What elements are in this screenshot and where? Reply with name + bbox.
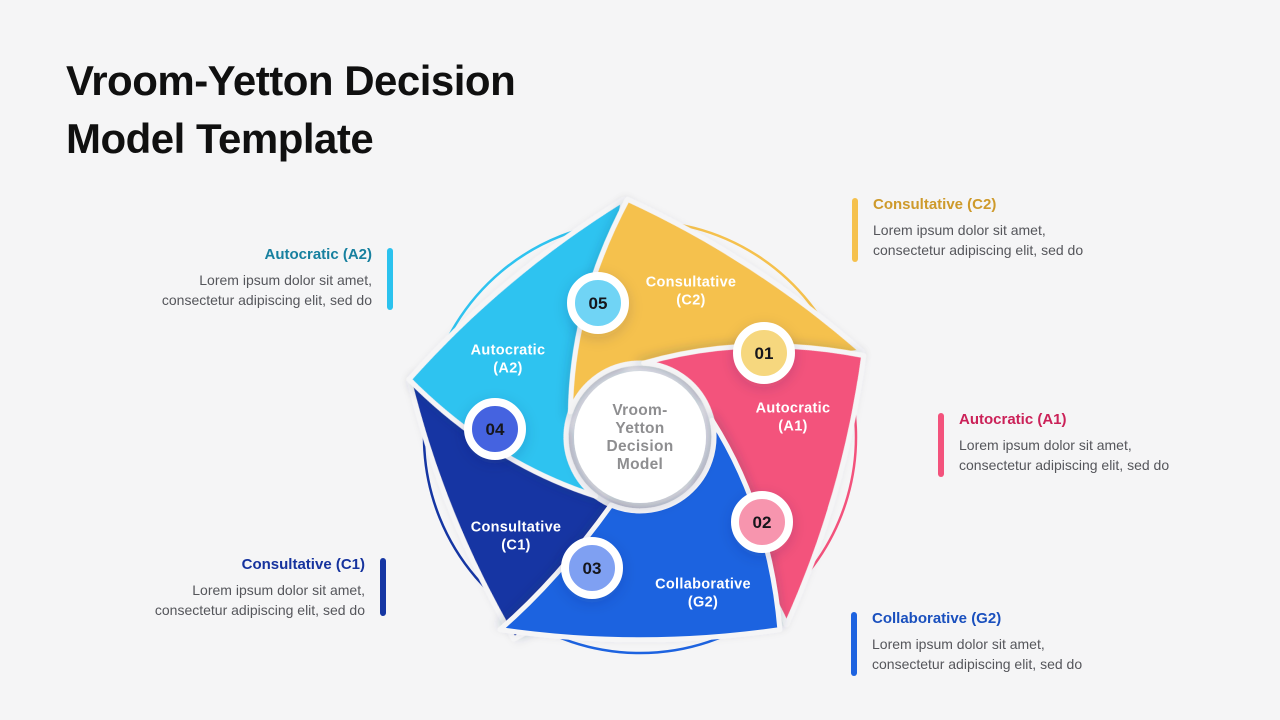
callout-autocratic-a2: Autocratic (A2) Lorem ipsum dolor sit am… <box>162 246 393 310</box>
badge-01-number: 01 <box>755 344 774 363</box>
callout-consultative-c1: Consultative (C1) Lorem ipsum dolor sit … <box>155 556 386 620</box>
callout-heading-autocratic-a1: Autocratic (A1) <box>959 411 1067 428</box>
badge-05-number: 05 <box>589 294 608 313</box>
callout-body-line: Lorem ipsum dolor sit amet, <box>192 582 365 598</box>
callout-body-line: consectetur adipiscing elit, sed do <box>872 656 1083 672</box>
accent-bar-collaborative-g2 <box>851 612 857 676</box>
petal-label-consultative-c2: Consultative (C2) <box>645 274 737 309</box>
accent-bar-consultative-c2 <box>852 198 858 262</box>
callout-body-line: consectetur adipiscing elit, sed do <box>154 602 365 618</box>
accent-bar-autocratic-a1 <box>938 413 944 477</box>
badge-02: 02 <box>731 491 793 553</box>
badge-03: 03 <box>561 537 623 599</box>
badge-03-number: 03 <box>583 559 602 578</box>
page-title-line2: Model Template <box>66 115 374 162</box>
callout-body-line: Lorem ipsum dolor sit amet, <box>959 437 1132 453</box>
callout-consultative-c2: Consultative (C2) Lorem ipsum dolor sit … <box>852 196 1083 262</box>
callout-heading-consultative-c1: Consultative (C1) <box>241 556 365 573</box>
callout-body-line: consectetur adipiscing elit, sed do <box>959 457 1170 473</box>
page-title-line1: Vroom-Yetton Decision <box>66 57 516 104</box>
callout-body-line: Lorem ipsum dolor sit amet, <box>199 272 372 288</box>
badge-04: 04 <box>464 398 526 460</box>
callout-heading-consultative-c2: Consultative (C2) <box>873 196 997 213</box>
badge-02-number: 02 <box>753 513 772 532</box>
callout-heading-autocratic-a2: Autocratic (A2) <box>264 246 372 263</box>
callout-autocratic-a1: Autocratic (A1) Lorem ipsum dolor sit am… <box>938 411 1169 477</box>
callout-body-line: consectetur adipiscing elit, sed do <box>873 242 1084 258</box>
accent-bar-autocratic-a2 <box>387 248 393 310</box>
center-hub-label: Vroom- Yetton Decision Model <box>606 402 674 473</box>
petal-label-autocratic-a1: Autocratic (A1) <box>755 400 831 435</box>
petal-label-consultative-c1: Consultative (C1) <box>470 519 562 554</box>
page-title: Vroom-Yetton Decision Model Template <box>66 52 516 168</box>
callout-body-line: consectetur adipiscing elit, sed do <box>161 292 372 308</box>
badge-05: 05 <box>567 272 629 334</box>
callout-collaborative-g2: Collaborative (G2) Lorem ipsum dolor sit… <box>851 610 1082 676</box>
badge-01: 01 <box>733 322 795 384</box>
callout-heading-collaborative-g2: Collaborative (G2) <box>872 610 1002 627</box>
callout-body-line: Lorem ipsum dolor sit amet, <box>872 636 1045 652</box>
callout-body-line: Lorem ipsum dolor sit amet, <box>873 222 1046 238</box>
accent-bar-consultative-c1 <box>380 558 386 616</box>
center-hub-circle <box>574 371 706 503</box>
badge-04-number: 04 <box>486 420 505 439</box>
petal-label-autocratic-a2: Autocratic (A2) <box>470 342 546 377</box>
petal-label-collaborative-g2: Collaborative (G2) <box>655 576 751 611</box>
